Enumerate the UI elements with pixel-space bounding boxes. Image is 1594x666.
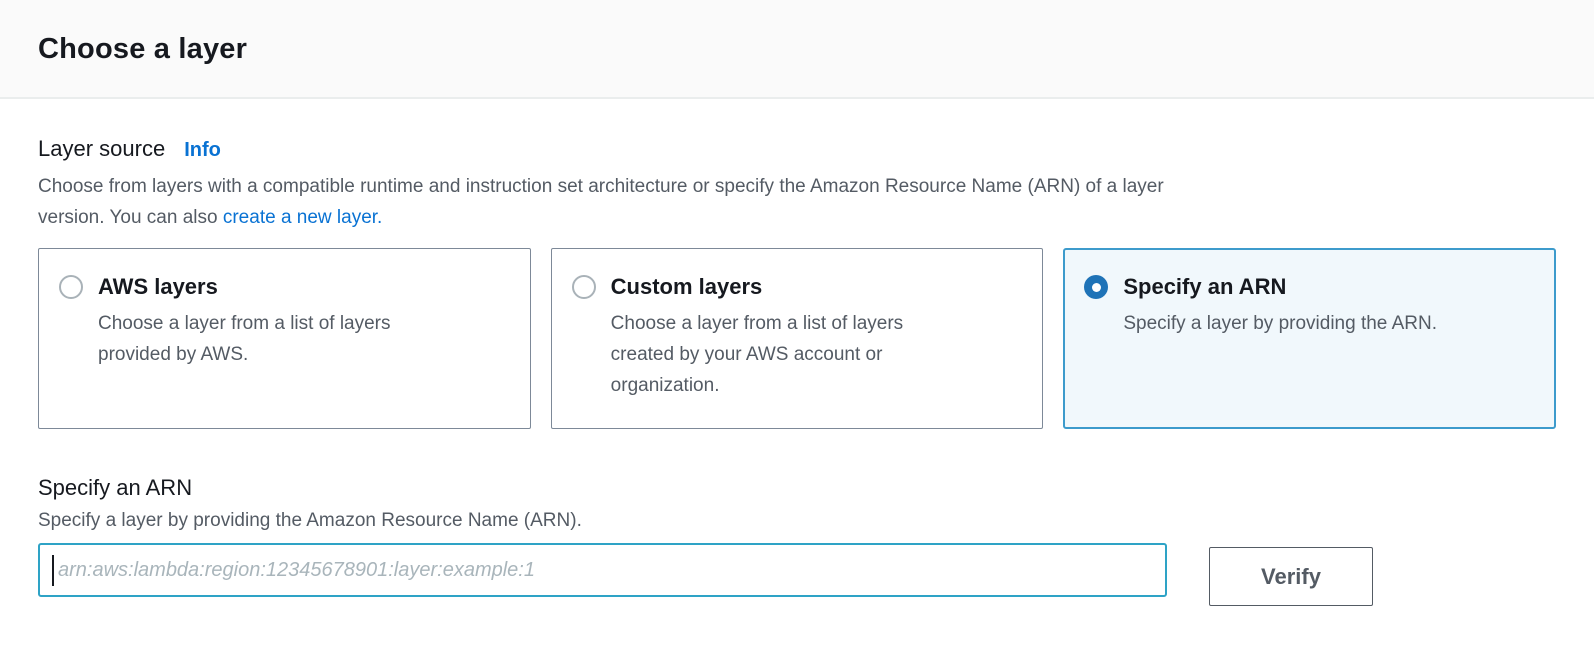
tile-specify-arn-inner: Specify an ARN Specify a layer by provid… [1084,272,1535,339]
tile-custom-layers-inner: Custom layers Choose a layer from a list… [571,272,1023,401]
tile-aws-layers-inner: AWS layers Choose a layer from a list of… [59,272,510,370]
tile-description: Specify a layer by providing the ARN. [1123,313,1438,334]
info-link[interactable]: Info [184,139,221,161]
radio-icon[interactable] [59,275,83,299]
layer-source-tiles: AWS layers Choose a layer from a list of… [38,248,1557,429]
page-title: Choose a layer [38,33,248,65]
layer-source-label: Layer source [38,136,166,161]
verify-button[interactable]: Verify [1209,547,1373,606]
specify-arn-section: Specify an ARN Specify a layer by provid… [38,475,1556,606]
tile-description: Choose a layer from a list of layers cre… [610,313,904,396]
tile-title: AWS layers [98,274,218,299]
tile-custom-layers[interactable]: Custom layers Choose a layer from a list… [550,248,1044,429]
create-new-layer-link[interactable]: create a new layer. [222,207,383,228]
tile-title: Custom layers [610,274,763,299]
layer-source-description: Choose from layers with a compatible run… [38,171,1556,233]
text-caret [52,555,54,586]
radio-selected-icon[interactable] [1084,275,1109,299]
tile-title: Specify an ARN [1123,274,1287,299]
description-line-2: version. You can also [38,207,223,228]
arn-input[interactable] [38,543,1167,597]
tile-aws-layers-text: AWS layers Choose a layer from a list of… [98,272,416,370]
specify-arn-description: Specify a layer by providing the Amazon … [38,510,582,531]
description-line-1: Choose from layers with a compatible run… [38,176,1164,197]
specify-arn-title: Specify an ARN [38,475,193,500]
panel-content: Layer source Info Choose from layers wit… [0,136,1594,606]
layer-source-field: Layer source Info Choose from layers wit… [38,136,1557,429]
tile-custom-layers-text: Custom layers Choose a layer from a list… [611,272,929,401]
tile-specify-arn-text: Specify an ARN Specify a layer by provid… [1123,272,1437,339]
layer-source-label-row: Layer source Info [38,136,1556,162]
arn-input-row: Verify [38,543,1556,606]
arn-input-wrapper [38,543,1167,597]
panel-header: Choose a layer [0,0,1594,99]
tile-aws-layers[interactable]: AWS layers Choose a layer from a list of… [38,248,531,429]
tile-description: Choose a layer from a list of layers pro… [98,313,391,365]
radio-icon[interactable] [571,275,596,299]
tile-specify-arn[interactable]: Specify an ARN Specify a layer by provid… [1063,248,1557,429]
